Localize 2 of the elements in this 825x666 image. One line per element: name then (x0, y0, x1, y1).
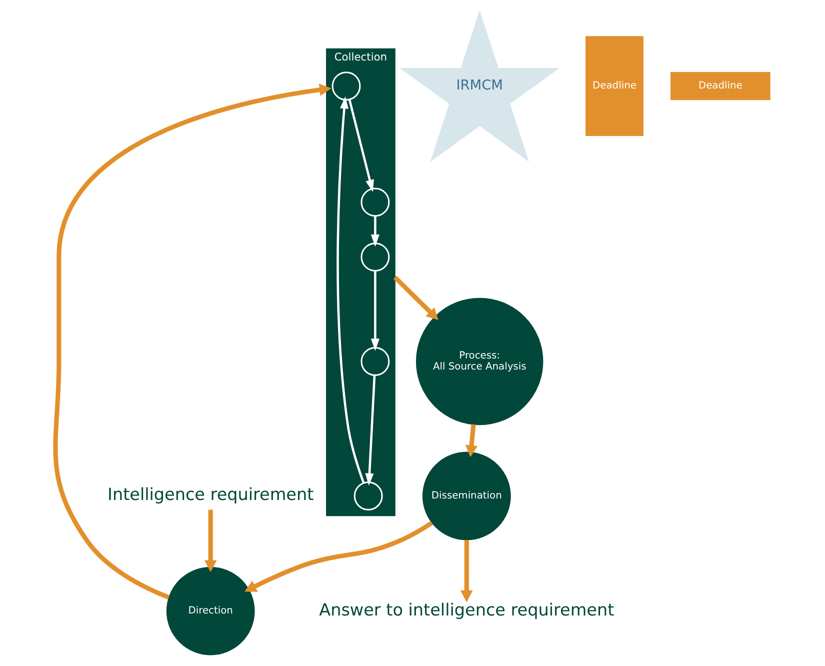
node-text: Intelligence requirement (108, 484, 314, 504)
node-text: Answer to intelligence requirement (319, 599, 614, 620)
